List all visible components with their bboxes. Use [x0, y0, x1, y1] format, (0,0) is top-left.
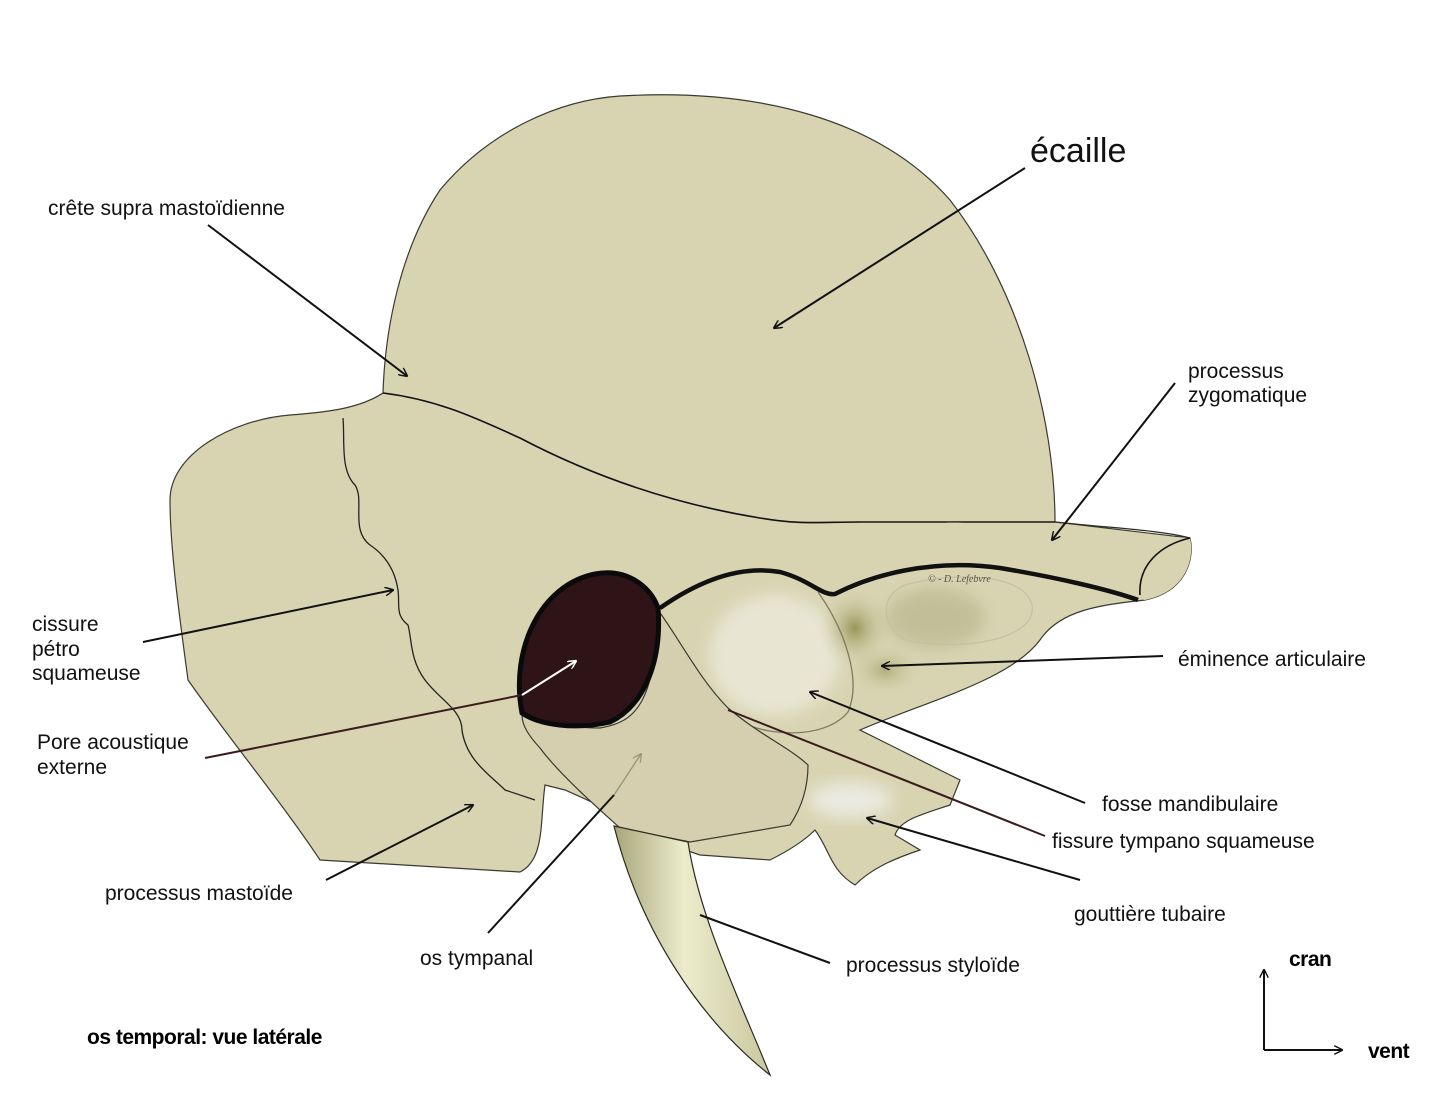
- leader-fissure: [727, 709, 1046, 837]
- external-acoustic-pore: [516, 570, 662, 729]
- label-crete: crête supra mastoïdienne: [48, 197, 285, 220]
- label-cissure-line3: squameuse: [32, 662, 141, 685]
- zygomatic-process: [860, 522, 1192, 600]
- label-cissure-line2: pétro: [32, 638, 80, 661]
- zygomatic-process-end: [1139, 537, 1191, 596]
- supramastoid-crest: [382, 392, 1055, 524]
- leader-tympanal-outer: [487, 794, 615, 934]
- label-fissure: fissure tympano squameuse: [1052, 830, 1315, 853]
- leader-gouttiere: [867, 818, 1081, 881]
- label-mastoide: processus mastoïde: [105, 882, 293, 905]
- leader-pore-inner: [521, 661, 576, 696]
- leader-mastoide: [325, 805, 473, 881]
- styloid-process: [613, 825, 772, 1077]
- label-tympanal: os tympanal: [420, 947, 533, 970]
- tubercle-shadow: [885, 588, 985, 648]
- gutter-highlight: [808, 782, 892, 818]
- orientation-axes: cran vent: [1264, 948, 1410, 1063]
- axis-label-vent: vent: [1368, 1040, 1410, 1063]
- eminence-shadow-lower: [845, 642, 925, 698]
- leader-ecaille: [774, 167, 1026, 328]
- label-zygomatique-line1: processus: [1188, 360, 1284, 383]
- label-styloide: processus styloïde: [846, 954, 1020, 977]
- label-gouttiere: gouttière tubaire: [1074, 903, 1226, 926]
- fossa-highlight: [710, 595, 840, 715]
- tympanic-bone: [521, 608, 809, 843]
- leader-eminence: [882, 655, 1164, 666]
- mandibular-fossa-outline: [739, 591, 854, 734]
- axis-label-cran: cran: [1289, 948, 1331, 971]
- tubercle-outline: [885, 576, 1033, 646]
- watermark: © - D. Lefebvre: [928, 574, 991, 585]
- leader-crete: [207, 224, 407, 376]
- leader-tympanal-inner: [613, 754, 641, 796]
- leader-fosse: [810, 692, 1086, 804]
- zygomatic-process-edge: [860, 521, 1191, 539]
- zygomatic-root-line: [658, 562, 1139, 610]
- label-ecaille: écaille: [1030, 132, 1126, 170]
- label-fosse: fosse mandibulaire: [1102, 793, 1278, 816]
- label-pore-line1: Pore acoustique: [37, 731, 189, 754]
- leader-zygomatique: [1052, 382, 1176, 540]
- leader-pore-outer: [204, 694, 523, 759]
- label-zygomatique-line2: zygomatique: [1188, 384, 1307, 407]
- label-eminence: éminence articulaire: [1178, 648, 1366, 671]
- leader-cissure: [142, 590, 393, 643]
- temporal-bone-body: [169, 94, 1192, 886]
- label-cissure-line1: cissure: [32, 613, 99, 636]
- diagram-title: os temporal: vue latérale: [87, 1026, 322, 1049]
- label-pore-line2: externe: [37, 756, 107, 779]
- petro-squamous-suture: [342, 417, 536, 801]
- leader-styloide: [699, 914, 831, 964]
